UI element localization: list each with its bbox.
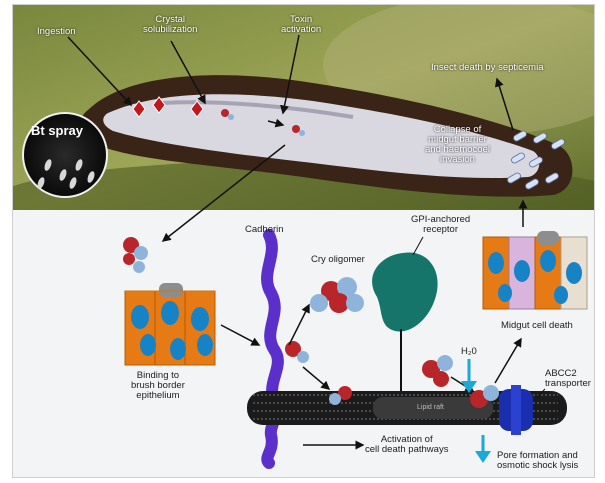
label-lipid-raft: Lipid raft bbox=[417, 403, 444, 413]
label-toxin-activation: Toxin activation bbox=[281, 15, 321, 35]
label-activation-pathways: Activation of cell death pathways bbox=[365, 435, 448, 455]
abcc2-transporter bbox=[499, 385, 533, 435]
label-midgut-cell-death: Midgut cell death bbox=[501, 321, 573, 331]
label-abcc2: ABCC2 transporter bbox=[545, 369, 591, 389]
label-crystal-solubilization: Crystal solubilization bbox=[143, 15, 197, 35]
label-bt-spray: Bt spray bbox=[31, 123, 83, 138]
label-pore-formation: Pore formation and osmotic shock lysis bbox=[497, 451, 578, 471]
epithelial-cells bbox=[125, 283, 215, 365]
label-insect-death: Insect death by septicemia bbox=[431, 63, 543, 73]
label-h2o: H₂0 bbox=[461, 347, 477, 357]
diagram-art bbox=[13, 5, 594, 477]
label-binding: Binding to brush border epithelium bbox=[131, 371, 185, 401]
label-gpi-receptor: GPI-anchored receptor bbox=[411, 215, 470, 235]
label-collapse: Collapse of midgut barrier and haemocoel… bbox=[425, 125, 490, 165]
figure-frame: Ingestion Crystal solubilization Toxin a… bbox=[12, 4, 595, 478]
label-cadherin: Cadherin bbox=[245, 225, 284, 235]
label-cry-oligomer: Cry oligomer bbox=[311, 255, 365, 265]
dying-cells bbox=[483, 231, 587, 309]
label-ingestion: Ingestion bbox=[37, 27, 76, 37]
